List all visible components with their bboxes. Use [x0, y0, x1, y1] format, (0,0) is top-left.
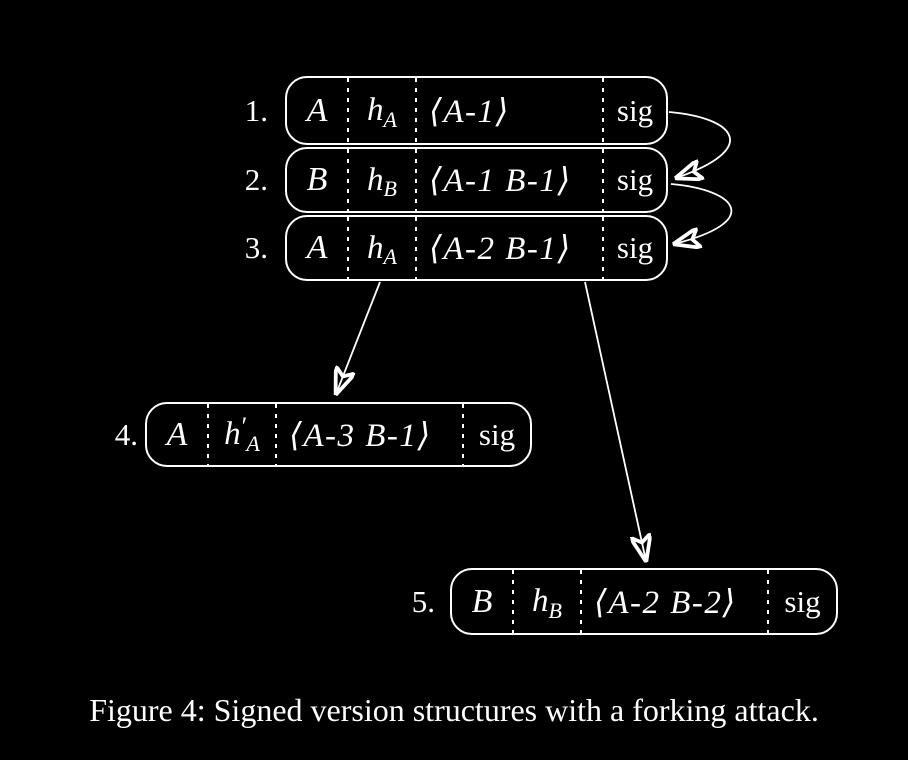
arrow-record1-to-record2 [668, 111, 731, 178]
dotted-divider [602, 217, 604, 279]
replica-cell: A [306, 229, 328, 266]
dotted-divider [512, 570, 514, 633]
dotted-divider [415, 149, 417, 211]
dotted-divider [347, 217, 349, 279]
dotted-divider [462, 404, 464, 465]
version-vector-cell: ⟨A-3 B-1⟩ [289, 417, 432, 454]
hash-prime: ′ [241, 411, 248, 441]
dotted-divider [347, 78, 349, 143]
hash-cell: h′A [209, 404, 275, 465]
hash-subscript: B [383, 176, 397, 201]
version-vector-cell: ⟨A-1 B-1⟩ [429, 163, 572, 199]
hash-base: h [224, 416, 241, 452]
record-label-3: 3. [244, 230, 268, 265]
dotted-divider [415, 78, 417, 143]
dotted-divider [580, 570, 582, 633]
hash-base: h [367, 229, 384, 266]
sig-cell: sig [616, 162, 654, 197]
dotted-divider [207, 404, 209, 465]
arrow-record2-to-record3 [671, 183, 733, 244]
record-label-5: 5. [411, 583, 435, 619]
hash-subscript: B [548, 597, 562, 623]
hash-subscript: A [246, 430, 260, 456]
sig-cell: sig [616, 92, 654, 128]
figure-caption: Figure 4: Signed version structures with… [89, 692, 819, 728]
hash-subscript: A [383, 106, 397, 132]
dotted-divider [415, 217, 417, 279]
dotted-divider [275, 404, 277, 465]
version-vector-cell: ⟨A-2 B-2⟩ [594, 584, 737, 621]
arrow-record3-to-record5 [584, 281, 646, 561]
dotted-divider [347, 149, 349, 211]
version-vector-cell: ⟨A-1⟩ [429, 93, 510, 130]
hash-subscript: A [383, 244, 397, 269]
hash-base: h [532, 583, 549, 619]
record-box-4: A h′A ⟨A-3 B-1⟩ sig [145, 402, 532, 467]
dotted-divider [767, 570, 769, 633]
sig-cell: sig [784, 583, 821, 619]
sig-cell: sig [478, 416, 516, 452]
version-vector-cell: ⟨A-2 B-1⟩ [429, 231, 572, 267]
record-label-4: 4. [114, 416, 138, 452]
sig-cell: sig [616, 230, 654, 265]
hash-base: h [367, 161, 384, 198]
replica-cell: A [166, 415, 188, 453]
replica-cell: A [306, 91, 328, 129]
record-label-2: 2. [244, 162, 268, 197]
replica-cell: B [306, 161, 328, 198]
hash-base: h [367, 92, 384, 128]
record-label-1: 1. [244, 92, 268, 128]
dotted-divider [602, 149, 604, 211]
arrow-record3-to-record4 [336, 281, 381, 394]
replica-cell: B [471, 582, 493, 620]
dotted-divider [602, 78, 604, 143]
